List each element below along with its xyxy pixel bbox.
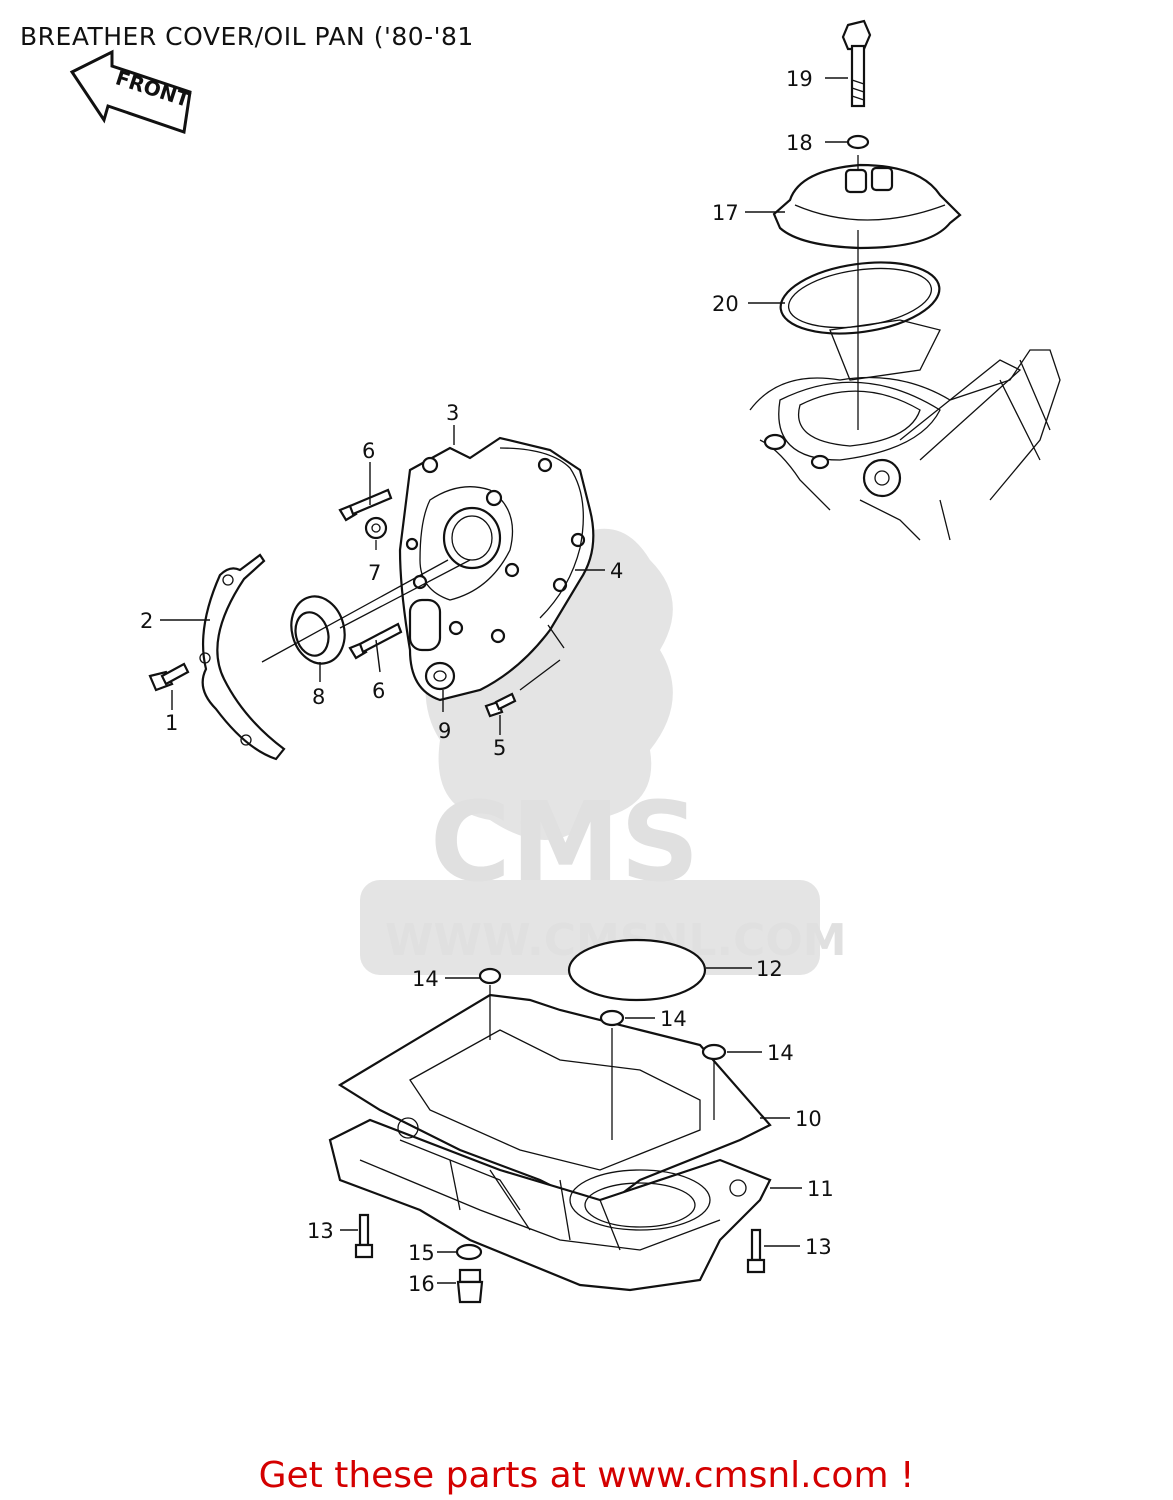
callout-13-right: 13	[805, 1235, 832, 1259]
callout-7: 7	[368, 561, 381, 585]
callout-labels: 1 2 3 4 5 6 6 7 8 9 10 11 12 13 13 14 14…	[140, 67, 834, 1296]
callout-14-middle: 14	[660, 1007, 687, 1031]
callout-5: 5	[493, 736, 506, 760]
callout-8: 8	[312, 685, 325, 709]
cover-assembly	[148, 425, 605, 761]
callout-19: 19	[786, 67, 813, 91]
callout-1: 1	[165, 711, 178, 735]
callout-9: 9	[438, 719, 451, 743]
callout-16: 16	[408, 1272, 435, 1296]
front-arrow: FRONT	[69, 49, 193, 135]
parts-diagram: CMS WWW.CMSNL.COM FRONT	[69, 19, 1061, 1304]
watermark-logo-text: CMS	[430, 778, 699, 906]
oil-pan-assembly	[328, 938, 802, 1304]
footer-link[interactable]: Get these parts at www.cmsnl.com !	[258, 1455, 915, 1496]
callout-6-upper: 6	[362, 439, 375, 463]
callout-17: 17	[712, 201, 739, 225]
callout-3: 3	[446, 401, 459, 425]
callout-15: 15	[408, 1241, 435, 1265]
callout-10: 10	[795, 1107, 822, 1131]
callout-14-right: 14	[767, 1041, 794, 1065]
callout-13-left: 13	[307, 1219, 334, 1243]
callout-18: 18	[786, 131, 813, 155]
diagram-title: BREATHER COVER/OIL PAN ('80-'81	[20, 22, 474, 51]
callout-14-left: 14	[412, 967, 439, 991]
callout-12: 12	[756, 957, 783, 981]
callout-20: 20	[712, 292, 739, 316]
callout-6-lower: 6	[372, 679, 385, 703]
breather-cover-assembly	[745, 19, 1061, 541]
callout-2: 2	[140, 609, 153, 633]
callout-11: 11	[807, 1177, 834, 1201]
callout-4: 4	[610, 559, 623, 583]
